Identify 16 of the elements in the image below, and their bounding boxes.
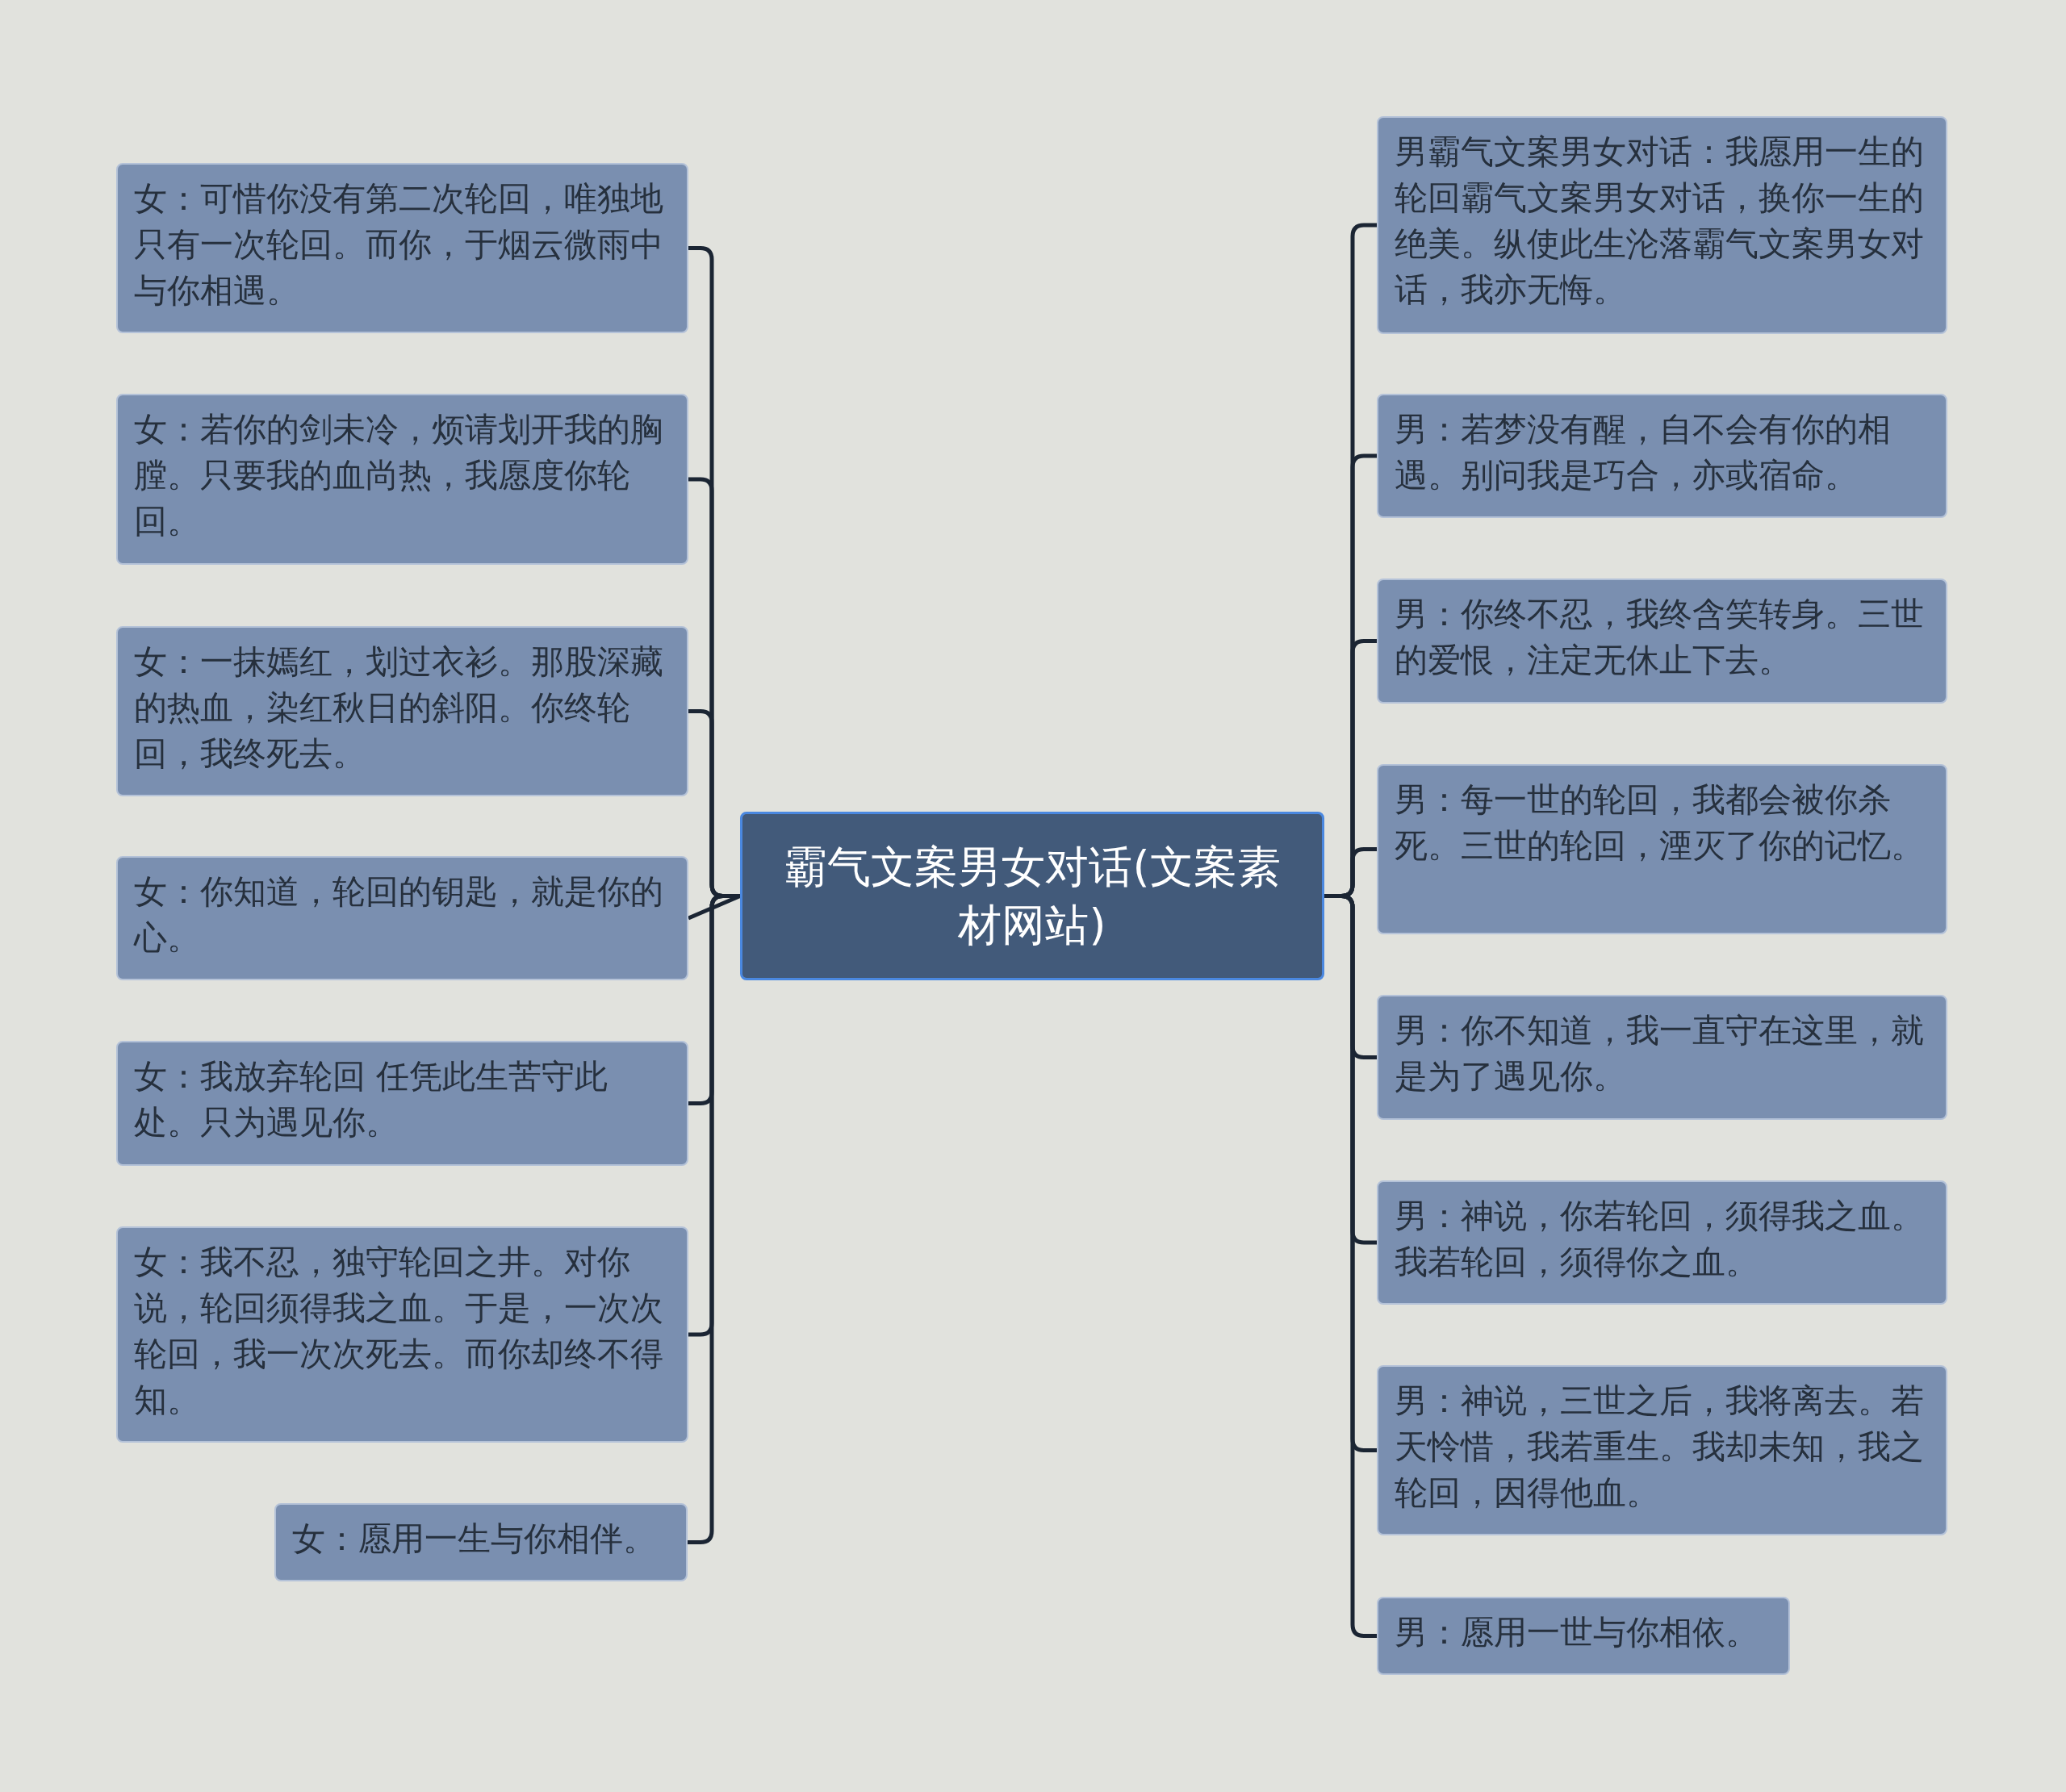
topic-box: 女：一抹嫣红，划过衣衫。那股深藏的热血，染红秋日的斜阳。你终轮回，我终死去。 [116, 626, 688, 796]
topic-box: 女：若你的剑未冷，烦请划开我的胸膛。只要我的血尚热，我愿度你轮回。 [116, 394, 688, 565]
topic-box: 女：愿用一生与你相伴。 [274, 1503, 688, 1581]
central-topic: 霸气文案男女对话(文案素材网站) [740, 812, 1324, 980]
topic-box: 男：若梦没有醒，自不会有你的相遇。别问我是巧合，亦或宿命。 [1377, 394, 1947, 518]
topic-box: 女：我不忍，独守轮回之井。对你说，轮回须得我之血。于是，一次次轮回，我一次次死去。而你却终不得知。 [116, 1226, 688, 1443]
topic-box: 男：神说，你若轮回，须得我之血。我若轮回，须得你之血。 [1377, 1180, 1947, 1305]
topic-box: 女：你知道，轮回的钥匙，就是你的心。 [116, 856, 688, 980]
topic-box: 女：我放弃轮回 任凭此生苦守此处。只为遇见你。 [116, 1041, 688, 1166]
topic-box: 男：神说，三世之后，我将离去。若天怜惜，我若重生。我却未知，我之轮回，因得他血。 [1377, 1365, 1947, 1535]
topic-box: 女：可惜你没有第二次轮回，唯独地只有一次轮回。而你，于烟云微雨中与你相遇。 [116, 163, 688, 333]
topic-box: 男霸气文案男女对话：我愿用一生的轮回霸气文案男女对话，换你一生的绝美。纵使此生沦落霸气文案男女对话，我亦无悔。 [1377, 116, 1947, 334]
topic-box: 男：每一世的轮回，我都会被你杀死。三世的轮回，湮灭了你的记忆。 [1377, 764, 1947, 934]
topic-box: 男：愿用一世与你相依。 [1377, 1597, 1790, 1675]
topic-box: 男：你不知道，我一直守在这里，就是为了遇见你。 [1377, 995, 1947, 1120]
topic-box: 男：你终不忍，我终含笑转身。三世的爱恨，注定无休止下去。 [1377, 579, 1947, 704]
